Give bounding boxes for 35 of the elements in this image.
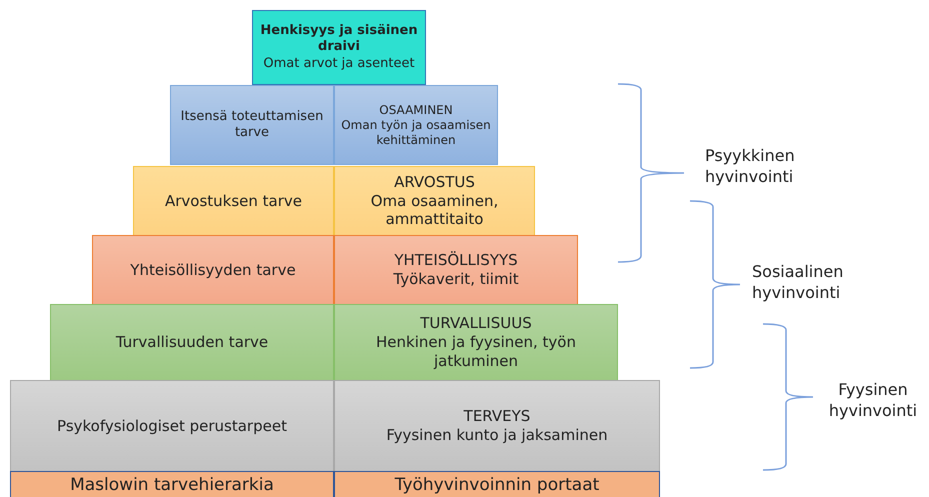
step-text: Työhyvinvoinnin portaat [394, 475, 600, 497]
step-heading: Henkisyys ja sisäinen draivi [259, 23, 419, 56]
step-text: Turvallisuuden tarve [116, 333, 268, 352]
step-text: Maslowin tarvehierarkia [70, 475, 274, 497]
step-text: Omat arvot ja asenteet [263, 56, 415, 72]
pyramid-step-box [334, 166, 535, 236]
pyramid-step-box [170, 85, 334, 165]
footer-box [334, 471, 660, 497]
footer-box [10, 471, 334, 497]
pyramid-step-box [334, 380, 660, 472]
step-heading: YHTEISÖLLISYYS [394, 251, 518, 270]
pyramid-step-box [50, 304, 334, 381]
step-text: Työkaverit, tiimit [393, 270, 519, 289]
step-text: Oman työn ja osaamisen kehittäminen [340, 118, 492, 148]
step-heading: TURVALLISUUS [420, 314, 532, 334]
pyramid-step-box [10, 380, 334, 472]
pyramid-step-box [133, 166, 334, 236]
pyramid-step-box [92, 235, 334, 305]
step-text: Psykofysiologiset perustarpeet [57, 416, 287, 436]
pyramid-step-box [334, 85, 498, 165]
step-heading: OSAAMINEN [379, 102, 453, 118]
step-text: Itsensä toteuttamisen tarve [180, 108, 324, 142]
step-heading: TERVEYS [464, 407, 530, 426]
bracket-label: Fyysinen hyvinvointi [828, 380, 918, 422]
pyramid-step-box [334, 304, 618, 381]
top-step-box [252, 10, 426, 85]
step-text: Henkinen ja fyysinen, työn jatkuminen [375, 333, 577, 371]
step-text: Arvostuksen tarve [164, 192, 302, 210]
step-text: Oma osaaminen, ammattitaito [370, 192, 500, 230]
bracket-label: Sosiaalinen hyvinvointi [752, 262, 844, 304]
step-text: Yhteisöllisyyden tarve [130, 260, 296, 280]
pyramid-step-box [334, 235, 578, 305]
step-text: Fyysinen kunto ja jaksaminen [386, 426, 608, 445]
step-heading: ARVOSTUS [394, 172, 475, 192]
bracket-label: Psyykkinen hyvinvointi [705, 146, 796, 188]
